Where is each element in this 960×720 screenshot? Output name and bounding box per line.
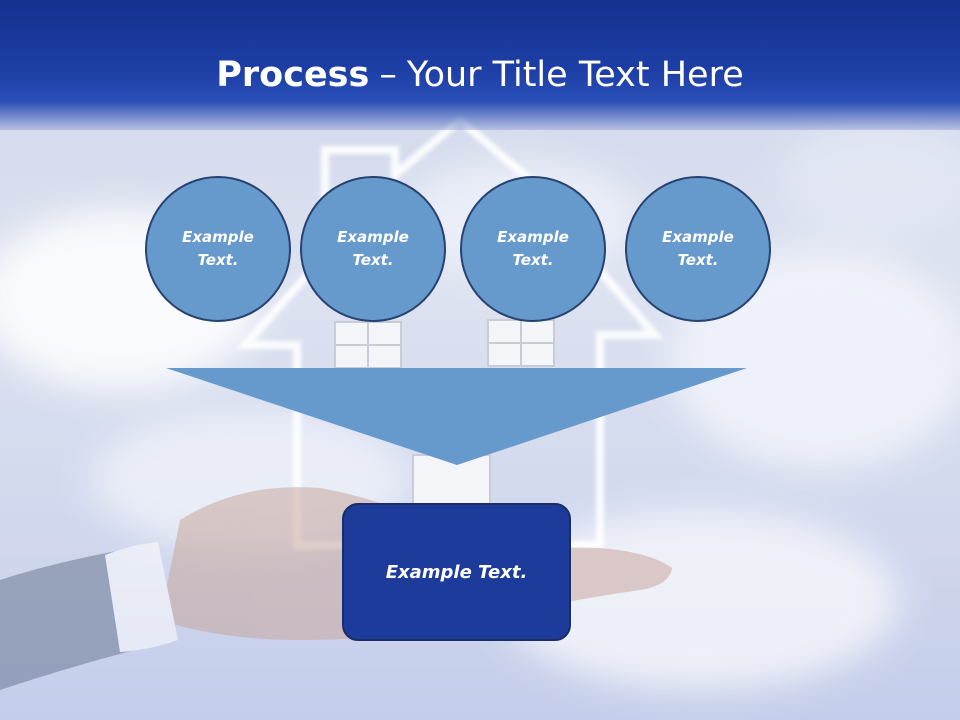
step-circle-2: Example Text. (300, 176, 446, 322)
step-label: Example Text. (182, 228, 254, 269)
slide-title: Process–Your Title Text Here (0, 54, 960, 96)
step-circle-3: Example Text. (460, 176, 606, 322)
result-box: Example Text. (342, 503, 571, 641)
step-label: Example Text. (662, 228, 734, 269)
title-separator: – (379, 55, 397, 95)
step-circle-4: Example Text. (625, 176, 771, 322)
title-text: Your Title Text Here (406, 55, 744, 95)
step-label: Example Text. (337, 228, 409, 269)
title-bar (0, 0, 960, 130)
step-circle-1: Example Text. (145, 176, 291, 322)
step-label: Example Text. (497, 228, 569, 269)
result-label: Example Text. (385, 561, 528, 583)
title-bold-text: Process (216, 55, 370, 95)
